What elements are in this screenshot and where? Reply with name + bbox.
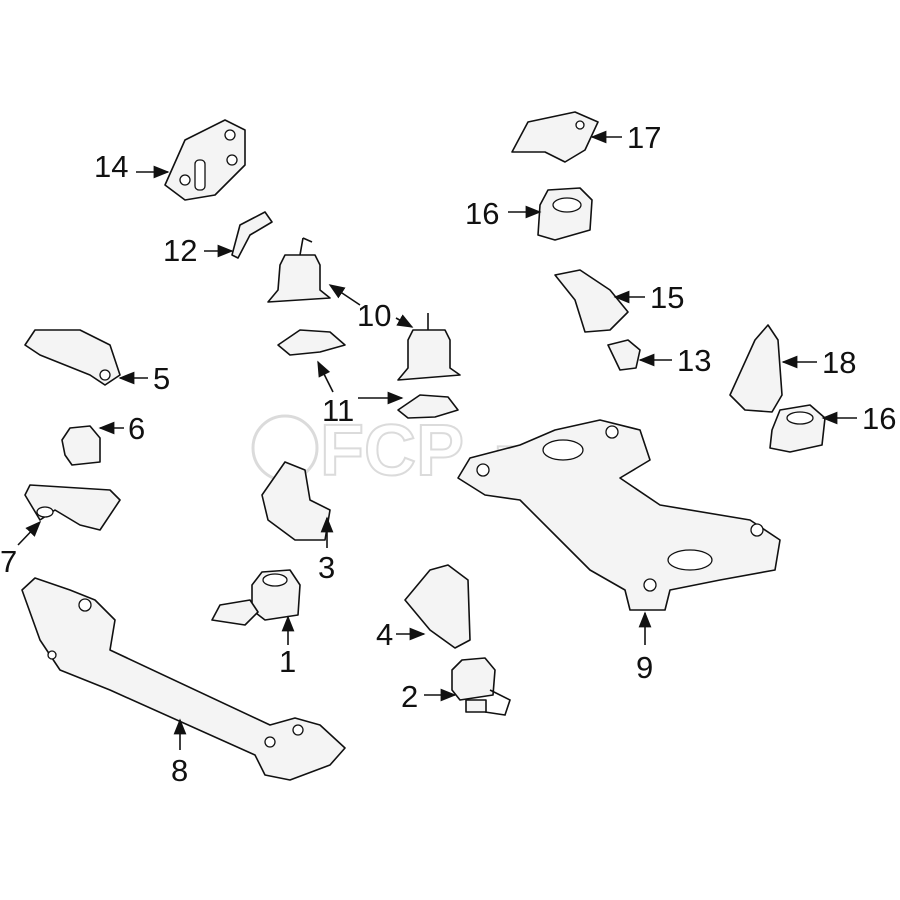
- callout-2: 2: [401, 679, 457, 714]
- callout-14: 14: [94, 149, 170, 184]
- callout-16-lower: 16: [821, 401, 896, 436]
- callout-label: 7: [0, 544, 17, 579]
- part-15-bracket: [554, 269, 629, 333]
- callout-label: 17: [627, 120, 661, 155]
- callout-11: 11: [317, 360, 404, 428]
- callout-label: 14: [94, 149, 128, 184]
- callout-label: 8: [171, 753, 188, 788]
- part-14-bracket: [164, 119, 246, 201]
- part-9-subframe: [457, 419, 781, 611]
- part-17-bracket: [511, 111, 599, 163]
- callout-label: 9: [636, 650, 653, 685]
- callout-15: 15: [613, 280, 684, 315]
- part-12-bracket: [231, 211, 273, 259]
- callout-label: 4: [376, 617, 393, 652]
- part-11-pads: [277, 329, 459, 419]
- part-4-bracket: [404, 564, 471, 649]
- callout-1: 1: [279, 615, 296, 679]
- callout-label: 1: [279, 644, 296, 679]
- part-3-bracket: [261, 461, 331, 541]
- callout-12: 12: [163, 233, 234, 268]
- callout-label: 10: [357, 298, 391, 333]
- callout-label: 6: [128, 411, 145, 446]
- part-7-bracket: [24, 484, 121, 531]
- callout-label: 5: [153, 361, 170, 396]
- callout-label: 16: [862, 401, 896, 436]
- part-10-mount-left: [267, 237, 331, 303]
- callout-9: 9: [636, 611, 653, 685]
- part-13-bracket: [607, 339, 641, 371]
- callout-18: 18: [781, 345, 856, 380]
- callout-10: 10: [328, 284, 414, 333]
- callout-3: 3: [318, 516, 335, 585]
- callout-label: 18: [822, 345, 856, 380]
- callout-7: 7: [0, 520, 42, 579]
- callout-label: 12: [163, 233, 197, 268]
- part-10-mount-right: [397, 313, 461, 381]
- part-8-crossmember: [21, 577, 346, 781]
- callout-label: 11: [322, 393, 354, 428]
- callout-4: 4: [376, 617, 426, 652]
- callout-13: 13: [638, 343, 711, 378]
- callout-label: 2: [401, 679, 418, 714]
- part-16-mount-upper: [537, 187, 593, 241]
- callout-label: 3: [318, 550, 335, 585]
- part-18-bracket: [729, 324, 783, 413]
- part-6-mount: [61, 425, 101, 466]
- watermark-brand: FCP: [320, 411, 464, 491]
- part-5-bracket: [24, 329, 121, 386]
- callout-label: 13: [677, 343, 711, 378]
- callout-5: 5: [118, 361, 170, 396]
- callout-6: 6: [98, 411, 145, 446]
- callout-17: 17: [590, 120, 661, 155]
- part-16-mount-lower: [769, 404, 826, 453]
- callout-8: 8: [171, 718, 188, 788]
- part-2-mount: [451, 657, 511, 716]
- callout-label: 16: [465, 196, 499, 231]
- part-1-mount: [211, 569, 301, 626]
- callout-16-upper: 16: [465, 196, 542, 231]
- callout-label: 15: [650, 280, 684, 315]
